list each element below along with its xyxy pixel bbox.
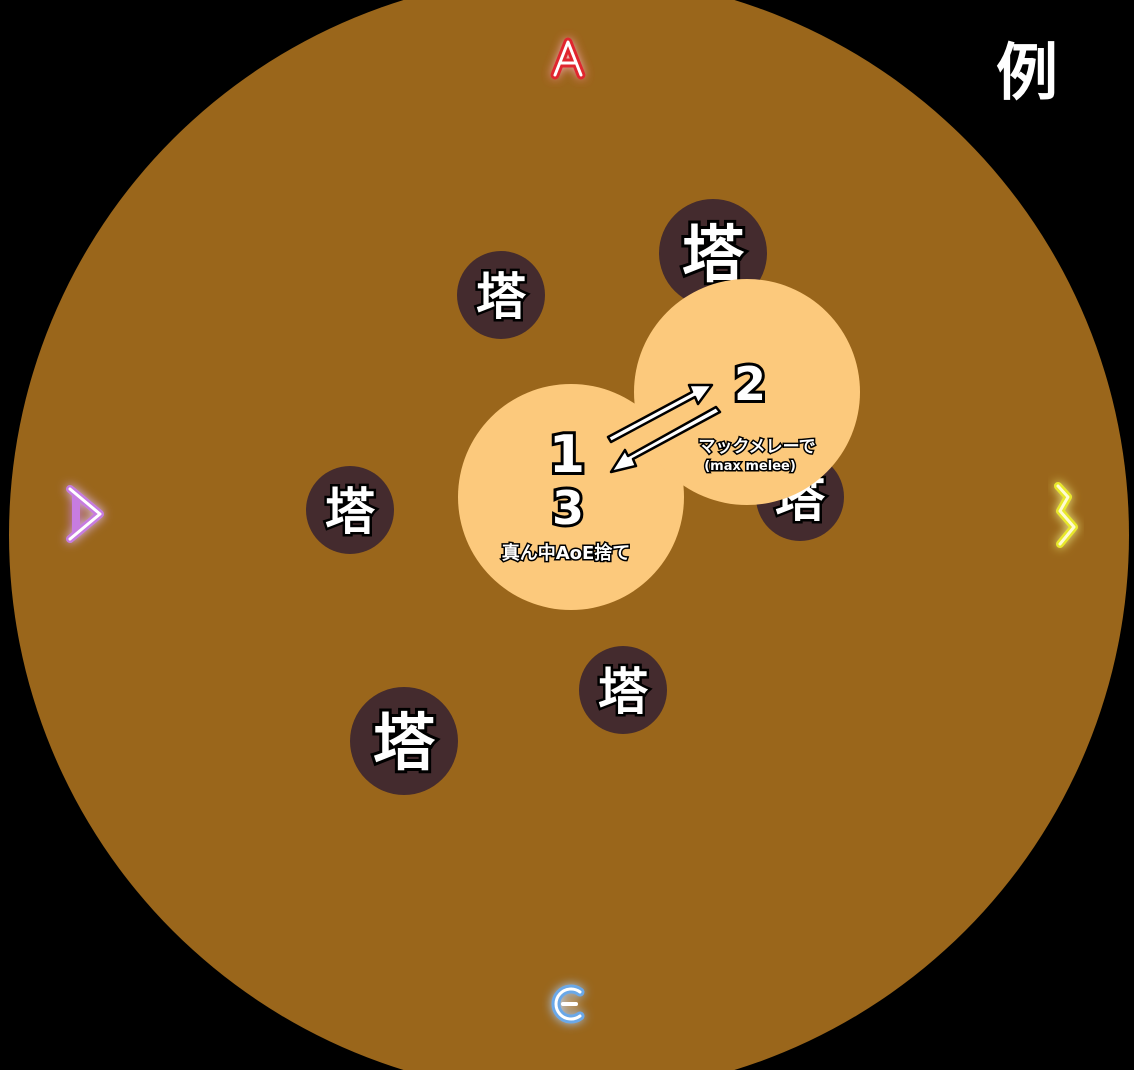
svg-text:塔: 塔 bbox=[476, 268, 527, 326]
aoe-number-1: 1 bbox=[549, 425, 585, 485]
tower-left: 塔 bbox=[306, 466, 394, 554]
tower-bottom-left: 塔 bbox=[350, 687, 458, 795]
aoe-number-2: 2 bbox=[734, 357, 766, 411]
aoe-side-caption-sub: (max melee) bbox=[704, 459, 796, 474]
tower-bottom-center: 塔 bbox=[579, 646, 667, 734]
aoe-circle-side bbox=[634, 279, 860, 505]
arrow-right-up-icon bbox=[606, 383, 714, 444]
waymark-b-icon bbox=[1054, 482, 1078, 548]
aoe-center-caption: 真ん中AoE捨て bbox=[502, 542, 631, 564]
waymark-d-icon bbox=[66, 485, 104, 543]
svg-text:塔: 塔 bbox=[373, 706, 436, 779]
waymark-c-icon bbox=[551, 984, 585, 1024]
page-title: 例 bbox=[996, 36, 1059, 109]
arrow-left-down-icon bbox=[609, 405, 722, 474]
aoe-number-3: 3 bbox=[552, 481, 584, 535]
svg-text:塔: 塔 bbox=[598, 663, 649, 721]
svg-text:塔: 塔 bbox=[325, 483, 376, 541]
aoe-circle-center bbox=[458, 384, 684, 610]
waymark-a-icon bbox=[550, 37, 586, 80]
aoe-side-caption: マックメレーで bbox=[698, 437, 815, 457]
tower-top-left: 塔 bbox=[457, 251, 545, 339]
